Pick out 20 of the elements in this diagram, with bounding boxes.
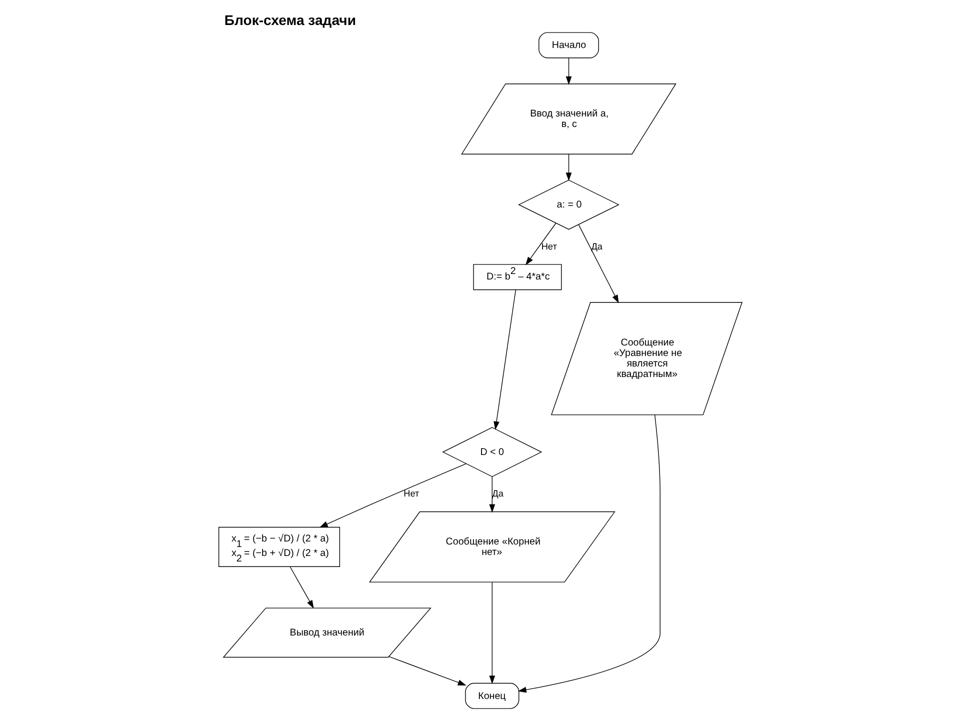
arrow (493, 290, 516, 430)
node-diamond: a: = 0 (518, 180, 619, 230)
node-box: Начало (538, 32, 598, 58)
arrow (524, 222, 556, 266)
edge-label: Да (590, 241, 602, 252)
arrow (565, 58, 572, 85)
edge-label: Нет (540, 241, 556, 252)
node-diamond: D < 0 (442, 427, 542, 478)
edge-label: Да (492, 488, 503, 499)
node-box: Конец (464, 682, 519, 709)
arrow (318, 463, 466, 528)
arrow (488, 476, 495, 513)
arrow (289, 566, 314, 609)
arrow (517, 414, 660, 693)
diagram-title: Блок-схема задачи (224, 12, 356, 28)
arrow (388, 656, 466, 686)
arrow (578, 224, 618, 304)
edge-label: Нет (403, 488, 419, 499)
arrow (565, 154, 572, 182)
arrow (488, 582, 495, 684)
